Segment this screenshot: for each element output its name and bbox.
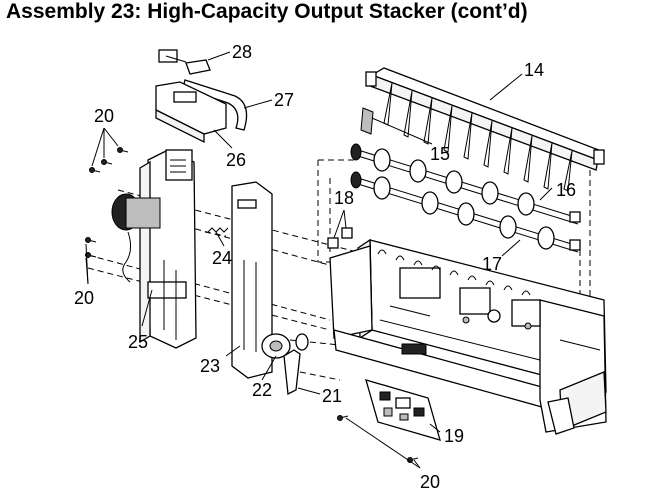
callout-24: 24 bbox=[212, 248, 232, 268]
callout-25: 25 bbox=[128, 332, 148, 352]
part-17-roller-shaft bbox=[350, 171, 581, 253]
callout-22: 22 bbox=[252, 380, 272, 400]
part-15-clip bbox=[360, 107, 374, 135]
part-19-circuit-board bbox=[365, 379, 441, 441]
callout-27: 27 bbox=[274, 90, 294, 110]
part-22-gear bbox=[261, 333, 309, 359]
callout-26: 26 bbox=[226, 150, 246, 170]
diagram-title: Assembly 23: High-Capacity Output Stacke… bbox=[6, 0, 528, 23]
callout-28: 28 bbox=[232, 42, 252, 62]
callout-15: 15 bbox=[430, 144, 450, 164]
callout-21: 21 bbox=[322, 386, 342, 406]
leader-lines bbox=[85, 51, 553, 469]
part-28-sensor bbox=[158, 49, 211, 75]
callout-18: 18 bbox=[334, 188, 354, 208]
callout-20-top: 20 bbox=[94, 106, 114, 126]
part-26-bracket bbox=[155, 81, 227, 144]
part-24-spring bbox=[207, 227, 229, 233]
callout-14: 14 bbox=[524, 60, 544, 80]
part-18-clip bbox=[327, 227, 353, 249]
callout-19: 19 bbox=[444, 426, 464, 446]
callout-17: 17 bbox=[482, 254, 502, 274]
part-14-top-guide bbox=[365, 67, 606, 192]
part-21-link-arm bbox=[283, 349, 301, 396]
main-frame bbox=[329, 238, 607, 435]
callout-16: 16 bbox=[556, 180, 576, 200]
callout-20-left: 20 bbox=[74, 288, 94, 308]
part-25-motor-plate bbox=[111, 149, 197, 349]
callout-23: 23 bbox=[200, 356, 220, 376]
callouts: 28 27 26 20 20 20 25 24 23 22 21 19 18 1… bbox=[74, 42, 576, 490]
part-16-roller-shaft bbox=[350, 143, 581, 225]
part-23-side-plate bbox=[231, 181, 273, 379]
callout-20-bottom: 20 bbox=[420, 472, 440, 490]
